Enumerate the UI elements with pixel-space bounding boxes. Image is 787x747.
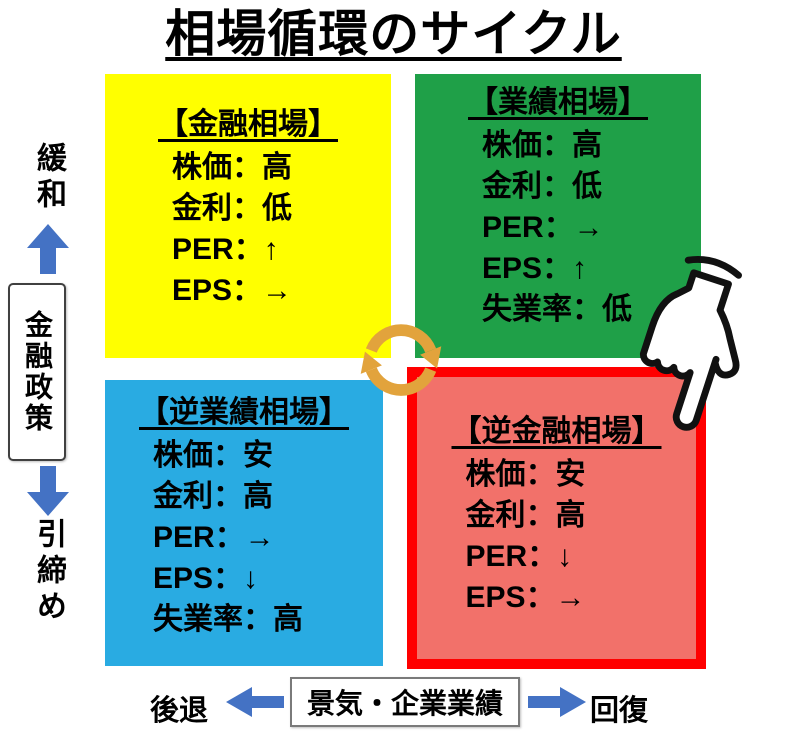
recovery-label: 回復	[590, 695, 649, 727]
easing-label: 緩和	[32, 142, 65, 214]
cycle-arrows-icon	[360, 324, 442, 396]
monetary-policy-label: 金融政策	[22, 310, 53, 434]
page-title: 相場循環のサイクル	[0, 2, 787, 66]
quadrant-line: PER：→	[153, 521, 275, 554]
quadrant-reverse-earnings: 【逆業績相場】 株価：安 金利：高 PER：→ EPS：↓ 失業率：高	[105, 380, 383, 666]
quadrant-line: EPS：↓	[153, 562, 259, 595]
quadrant-line: EPS：↑	[482, 252, 588, 285]
hand-pointer-icon	[639, 256, 742, 431]
quadrant-financial: 【金融相場】 株価：高 金利：低 PER：↑ EPS：→	[105, 74, 391, 358]
quadrant-header: 【業績相場】	[468, 86, 648, 119]
quadrant-line: 株価：高	[482, 129, 602, 162]
quadrant-line: 金利：高	[153, 480, 273, 513]
quadrant-line: 株価：高	[172, 151, 292, 184]
up-arrow-icon	[27, 224, 69, 274]
quadrant-content: 【金融相場】 株価：高 金利：低 PER：↑ EPS：→	[158, 104, 338, 311]
quadrant-header: 【金融相場】	[158, 108, 338, 141]
quadrant-earnings: 【業績相場】 株価：高 金利：低 PER：→ EPS：↑ 失業率：低	[415, 74, 701, 358]
monetary-policy-box: 金融政策	[8, 283, 66, 461]
right-arrow-icon	[528, 687, 586, 717]
quadrant-line: 株価：安	[153, 439, 273, 472]
quadrant-reverse-financial: 【逆金融相場】 株価：安 金利：高 PER：↓ EPS：→	[407, 367, 706, 669]
quadrant-line: EPS：→	[172, 274, 293, 307]
tightening-label: 引締め	[32, 518, 65, 626]
quadrant-line: EPS：→	[465, 581, 586, 614]
quadrant-line: 金利：低	[172, 192, 292, 225]
left-arrow-icon	[226, 687, 284, 717]
quadrant-line: 金利：低	[482, 170, 602, 203]
quadrant-line: 失業率：高	[153, 603, 303, 636]
quadrant-line: PER：→	[482, 211, 604, 244]
quadrant-line: PER：↓	[465, 540, 573, 573]
quadrant-content: 【業績相場】 株価：高 金利：低 PER：→ EPS：↑ 失業率：低	[468, 82, 648, 330]
quadrant-content: 【逆業績相場】 株価：安 金利：高 PER：→ EPS：↓ 失業率：高	[139, 392, 349, 640]
quadrant-line: 失業率：低	[482, 293, 632, 326]
quadrant-content: 【逆金融相場】 株価：安 金利：高 PER：↓ EPS：→	[452, 411, 662, 618]
quadrant-header: 【逆業績相場】	[139, 396, 349, 429]
down-arrow-icon	[27, 466, 69, 516]
page-title-text: 相場循環のサイクル	[165, 6, 622, 62]
economy-label: 景気・企業業績	[306, 688, 503, 719]
economy-box: 景気・企業業績	[290, 677, 520, 727]
quadrant-line: PER：↑	[172, 233, 279, 266]
quadrant-line: 株価：安	[465, 458, 586, 491]
quadrant-header: 【逆金融相場】	[451, 415, 662, 448]
recession-label: 後退	[150, 695, 209, 727]
quadrant-line: 金利：高	[465, 499, 586, 532]
